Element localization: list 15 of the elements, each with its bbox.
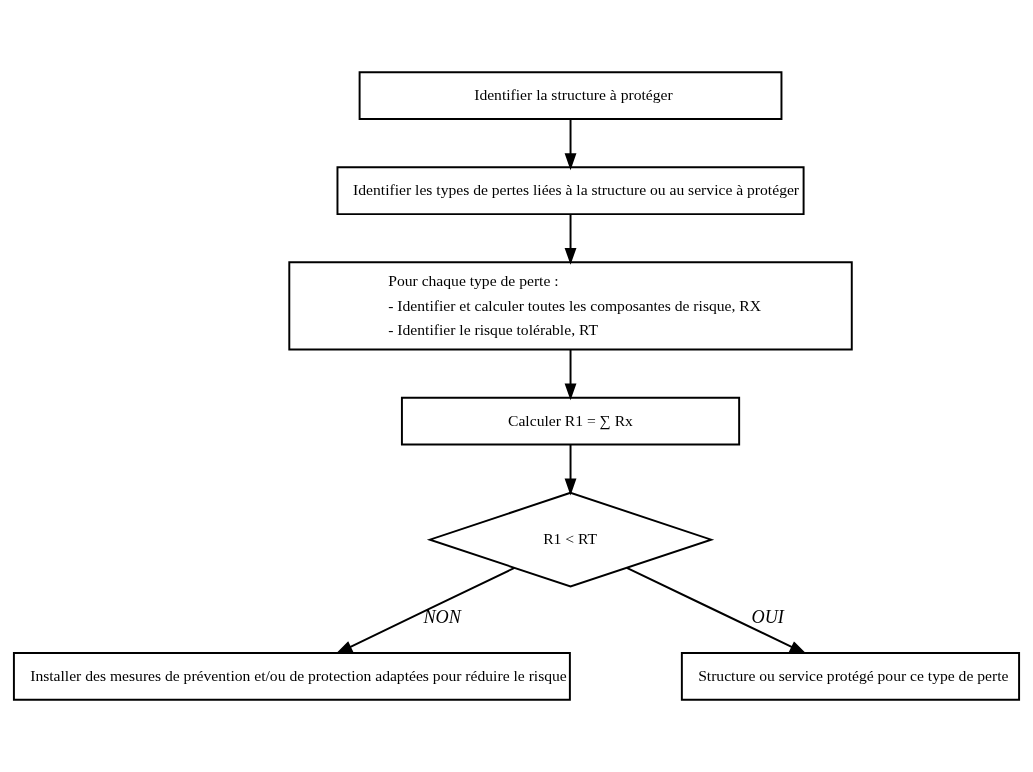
edge-label: NON — [423, 607, 461, 628]
arrow — [564, 118, 577, 171]
node-diamond: R1 < RT — [426, 491, 715, 588]
arrow — [625, 566, 807, 655]
node-box: Installer des mesures de prévention et/ou de protection adaptées pour réduire le risque — [12, 651, 571, 701]
node-box: Pour chaque type de perte : - Identifier et calculer toutes les composantes de risque, RX - Identifier le risque tolérable, RT — [288, 261, 853, 351]
node-box: Identifier les types de pertes liées à la structure ou au service à protéger — [336, 166, 805, 216]
arrow — [335, 566, 516, 655]
arrow — [564, 213, 577, 265]
arrow — [564, 348, 577, 401]
edge-label: OUI — [751, 607, 784, 628]
arrow — [564, 443, 577, 496]
node-box: Calculer R1 = ∑ Rx — [400, 396, 741, 446]
node-box: Structure ou service protégé pour ce type de perte — [680, 651, 1021, 701]
node-box: Identifier la structure à protéger — [358, 71, 783, 121]
